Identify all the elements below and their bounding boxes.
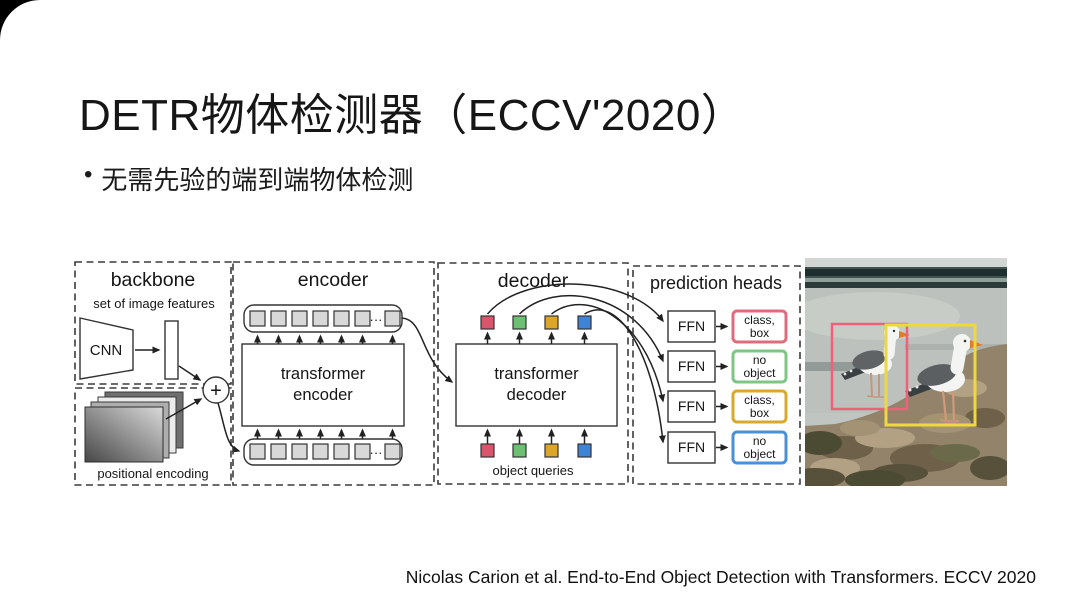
- positional-to-add-arrow: [165, 398, 203, 420]
- features-to-add-arrow: [178, 365, 202, 381]
- add-to-encoder-input-arrow: [217, 402, 241, 453]
- encoder-input-tokens: ···: [249, 443, 401, 460]
- query-square-green: [512, 443, 527, 458]
- bullet-point: • 无需先验的端到端物体检测: [84, 160, 413, 197]
- token-square: [384, 310, 401, 327]
- encoder-section: encoder ··· transformer encoder: [232, 261, 454, 486]
- output-square-blue: [577, 315, 592, 330]
- query-square-red: [480, 443, 495, 458]
- output-box-class-yellow: [731, 389, 788, 424]
- ffn-box: [667, 350, 716, 383]
- query-square-blue: [577, 443, 592, 458]
- object-queries-label: object queries: [493, 463, 574, 478]
- positional-encoding-stack: [84, 391, 184, 463]
- backbone-title: backbone: [111, 269, 196, 291]
- detection-result-image: [805, 258, 1007, 486]
- detr-architecture-figure: backbone set of image features CNN posit…: [68, 258, 1007, 486]
- bullet-marker: •: [84, 161, 93, 188]
- token-square: [270, 310, 287, 327]
- backbone-dashed-box: [74, 261, 232, 385]
- decoder-to-ffn-arcs: [486, 283, 666, 444]
- ffn-label: FFN: [678, 318, 705, 334]
- output-text: no: [753, 353, 767, 367]
- citation: Nicolas Carion et al. End-to-End Object …: [405, 567, 1036, 587]
- token-square: [249, 310, 266, 327]
- token-square: [249, 443, 266, 460]
- ellipsis: ···: [370, 312, 383, 327]
- ffn-label: FFN: [678, 358, 705, 374]
- seagull-left: [841, 325, 910, 398]
- decoder-up-arrows: [484, 331, 588, 444]
- decoder-output-squares: [480, 315, 592, 330]
- prediction-heads-section: prediction heads FFN class, box FFN no o…: [632, 265, 801, 485]
- page-title: DETR物体检测器（ECCV'2020）: [79, 91, 746, 141]
- prediction-heads-dashed-box: [632, 265, 801, 485]
- object-query-squares: [480, 443, 592, 458]
- seagull-right: [905, 334, 983, 425]
- token-square: [384, 443, 401, 460]
- prediction-heads-title: prediction heads: [650, 273, 782, 293]
- output-text: box: [750, 406, 769, 420]
- token-square: [270, 443, 287, 460]
- output-square-yellow: [544, 315, 559, 330]
- decoder-section: decoder transformer decoder: [437, 262, 629, 485]
- encoder-to-decoder-arrow: [401, 317, 454, 383]
- dark-water-band: [805, 267, 1007, 289]
- bbox-left-gull: [830, 322, 909, 411]
- output-text: box: [750, 326, 769, 340]
- token-square: [312, 310, 329, 327]
- encoder-title: encoder: [298, 269, 369, 291]
- encoder-output-tokens: ···: [249, 310, 401, 327]
- backbone-section: backbone set of image features CNN posit…: [74, 261, 241, 486]
- transformer-decoder-line1: transformer: [494, 365, 579, 383]
- output-box-noobject-green: [731, 349, 788, 384]
- output-text: no: [753, 434, 767, 448]
- transformer-encoder-line1: transformer: [281, 365, 366, 383]
- ffn-box: [667, 310, 716, 343]
- output-text: object: [743, 366, 776, 380]
- output-text: class,: [744, 393, 775, 407]
- token-square: [291, 310, 308, 327]
- ffn-label: FFN: [678, 439, 705, 455]
- output-square-red: [480, 315, 495, 330]
- output-box-noobject-blue: [731, 430, 788, 465]
- transformer-encoder-box: [241, 343, 405, 427]
- stack-layer-front: [84, 406, 164, 463]
- plus-sign: +: [210, 380, 222, 402]
- decoder-dashed-box: [437, 262, 629, 485]
- transformer-decoder-box: [455, 343, 618, 427]
- output-text: class,: [744, 313, 775, 327]
- rounded-corner-decoration: [0, 0, 58, 48]
- bbox-right-gull: [884, 323, 977, 427]
- image-features-label: set of image features: [93, 296, 215, 311]
- token-square: [291, 443, 308, 460]
- token-square: [312, 443, 329, 460]
- token-square: [354, 443, 371, 460]
- token-square: [333, 443, 350, 460]
- positional-encoding-label: positional encoding: [97, 466, 208, 481]
- encoder-up-arrows: [254, 334, 396, 439]
- ffn-box: [667, 390, 716, 423]
- decoder-title: decoder: [498, 270, 569, 292]
- cnn-label: CNN: [90, 342, 123, 359]
- ffn-box: [667, 431, 716, 464]
- ellipsis: ···: [370, 445, 383, 460]
- query-square-yellow: [544, 443, 559, 458]
- sky-strip: [805, 258, 1007, 268]
- add-circle: [202, 376, 230, 404]
- image-features-rect: [164, 320, 179, 380]
- cnn-trapezoid: [79, 317, 134, 380]
- transformer-encoder-line2: encoder: [293, 386, 353, 404]
- transformer-decoder-line2: decoder: [507, 386, 567, 404]
- detr-architecture-diagram: backbone set of image features CNN posit…: [74, 261, 801, 486]
- token-square: [354, 310, 371, 327]
- encoder-dashed-box: [232, 261, 435, 486]
- bullet-text: 无需先验的端到端物体检测: [101, 165, 414, 195]
- output-square-green: [512, 315, 527, 330]
- output-box-class-red: [731, 309, 788, 344]
- token-square: [333, 310, 350, 327]
- ffn-label: FFN: [678, 398, 705, 414]
- output-text: object: [743, 447, 776, 461]
